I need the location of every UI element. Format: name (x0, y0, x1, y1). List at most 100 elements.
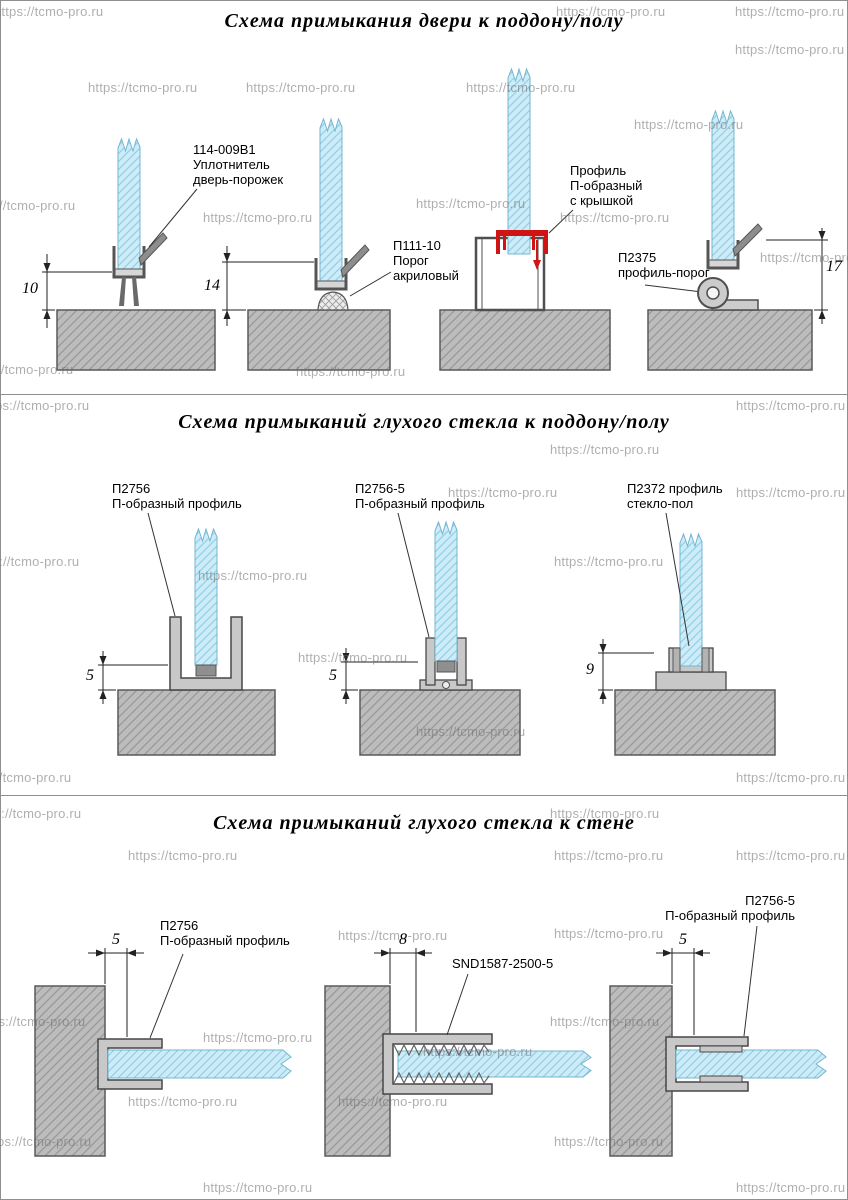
floor-block (439, 309, 611, 371)
glass-panel (397, 1050, 592, 1078)
dimension-10 (42, 254, 112, 328)
dimension-5 (656, 948, 710, 1035)
label-cap-profile: Профиль П-образный с крышкой (570, 163, 643, 208)
dim-value-17: 17 (826, 258, 842, 275)
profile-wall (425, 637, 436, 686)
dimension-5 (88, 948, 144, 1037)
glass-panel (117, 137, 141, 273)
floor-block (117, 689, 276, 756)
label-seal: 114-009B1 Уплотнитель дверь-порожек (193, 142, 284, 187)
screw-boss (442, 681, 450, 689)
diagram-p2756-floor (98, 512, 276, 756)
diagram-p2372-floor (598, 512, 776, 756)
section-glass-to-wall: Схема примыканий глухого стекла к стене (0, 796, 848, 1200)
section-title: Схема примыкания двери к поддону/полу (224, 10, 624, 32)
dim-value-5: 5 (86, 667, 94, 684)
setting-block (436, 660, 456, 673)
seal-wiper (732, 223, 763, 257)
floor-block (359, 689, 521, 756)
profile-jaw (672, 647, 681, 673)
profile-wall (456, 637, 467, 686)
dimension-5 (341, 648, 418, 704)
glass-panel (507, 67, 531, 255)
dim-value-14: 14 (204, 277, 220, 294)
acrylic-threshold (317, 291, 349, 311)
seal-wiper (138, 232, 168, 266)
label-p2375: П2375 профиль-порог (618, 250, 710, 280)
section-title: Схема примыканий глухого стекла к стене (213, 812, 635, 834)
u-profile (169, 616, 243, 691)
dimension-17 (766, 228, 828, 324)
label-p2756: П2756 П-образный профиль (160, 918, 290, 948)
seal-fin (119, 277, 126, 306)
leader-line (548, 209, 574, 234)
dim-value-8: 8 (399, 931, 407, 948)
leader-line (446, 973, 469, 1036)
label-snd: SND1587-2500-5 (452, 956, 554, 971)
diagram-cap-profile (439, 67, 711, 371)
setting-block (195, 664, 217, 677)
section-door-canvas (42, 67, 828, 371)
dimension-8 (374, 948, 432, 1032)
label-p2756-5: П2756-5 П-образный профиль (665, 893, 795, 923)
leader-line (349, 271, 392, 297)
diagram-door-seal (42, 137, 216, 371)
label-p2372: П2372 профиль стекло-пол (627, 481, 723, 511)
label-p2756-5: П2756-5 П-образный профиль (355, 481, 485, 511)
gasket-serration-top (393, 1043, 490, 1057)
diagram-snd-wall (324, 948, 592, 1157)
glass-panel (319, 117, 343, 285)
glass-panel (434, 520, 458, 662)
section-glass-to-floor: Схема примыканий глухого стекла к поддон… (0, 395, 848, 796)
floor-block (614, 689, 776, 756)
leader-line (147, 512, 176, 617)
diagram-p2756-5-floor (341, 512, 521, 756)
glass-panel (107, 1049, 292, 1079)
diagram-p2375 (647, 109, 828, 371)
glass-panel (675, 1049, 827, 1079)
section-door-to-floor: Схема примыкания двери к поддону/полу (0, 0, 848, 395)
dimension-5 (98, 651, 168, 704)
seal-fin (132, 277, 139, 306)
red-cap-profile (496, 230, 548, 270)
section-glass-wall-canvas (34, 925, 827, 1157)
leader-line (743, 925, 758, 1037)
leader-line (665, 512, 690, 647)
dimension-9 (598, 639, 654, 704)
leader-line (397, 512, 430, 638)
dim-value-5: 5 (679, 931, 687, 948)
leader-line (148, 188, 198, 248)
u-profile (97, 1038, 163, 1090)
floor-block (247, 309, 391, 371)
profile-jaw (701, 647, 710, 673)
dim-value-5: 5 (329, 667, 337, 684)
seal-wiper (340, 244, 370, 278)
section-title: Схема примыканий глухого стекла к поддон… (178, 411, 670, 433)
diagram-p2756-wall (34, 948, 292, 1157)
diagram-p2756-5-wall (609, 925, 827, 1157)
wall-block (324, 985, 391, 1157)
dim-value-5: 5 (112, 931, 120, 948)
floor-block (56, 309, 216, 371)
p2375-roll-profile (697, 277, 759, 311)
dimension-14 (222, 246, 314, 326)
u-profile (382, 1033, 493, 1095)
wall-block (609, 985, 673, 1157)
gasket-serration-bottom (393, 1071, 490, 1085)
floor-block (647, 309, 813, 371)
leader-line (149, 953, 184, 1039)
diagram-acrylic-threshold (222, 117, 392, 371)
profile-base (655, 671, 727, 691)
dim-value-10: 10 (22, 280, 38, 297)
section-glass-floor-canvas (98, 512, 776, 756)
seal-profile (706, 240, 740, 270)
dim-value-9: 9 (586, 661, 594, 678)
profile-clip (699, 1075, 743, 1083)
glass-panel (679, 532, 703, 667)
label-threshold: П111-10 Порог акриловый (393, 238, 459, 283)
glass-panel (711, 109, 735, 265)
label-p2756: П2756 П-образный профиль (112, 481, 242, 511)
glass-panel (194, 527, 218, 666)
wall-block (34, 985, 106, 1157)
